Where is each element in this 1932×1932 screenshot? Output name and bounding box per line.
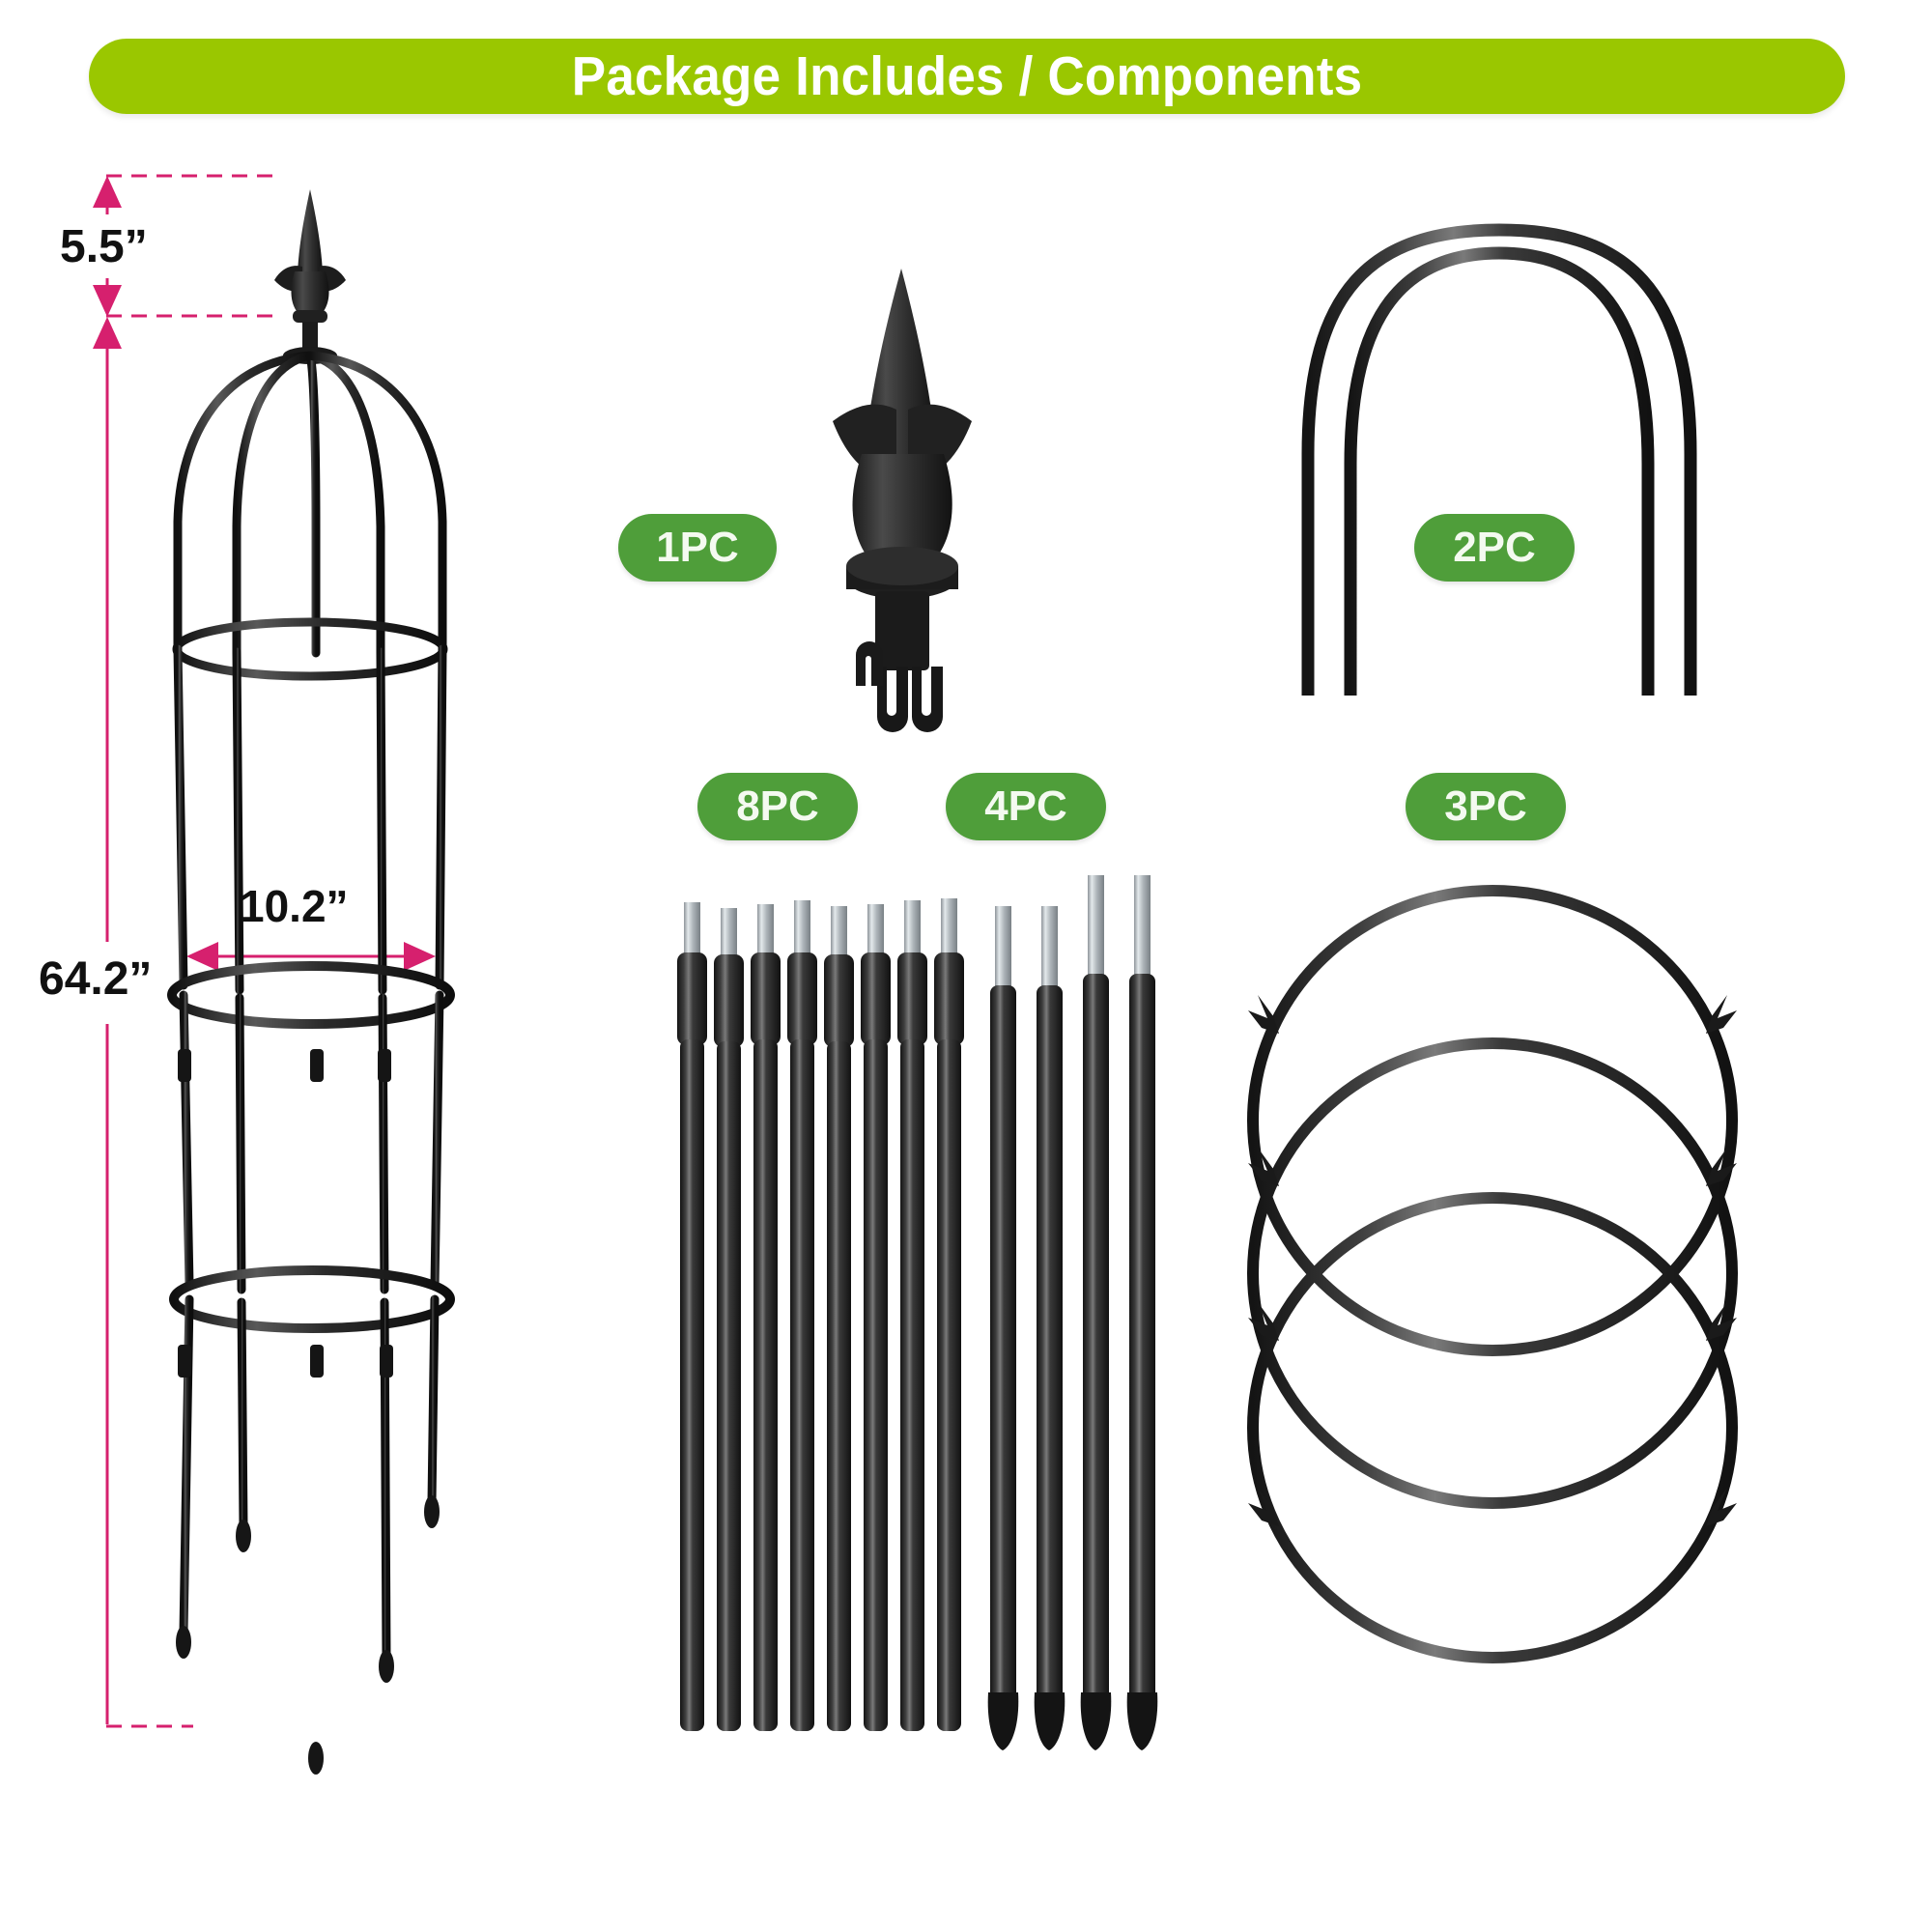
quantity-badge-label: 4PC xyxy=(984,782,1067,830)
quantity-badge-label: 8PC xyxy=(736,782,819,830)
ring-clip-right-lower xyxy=(1706,1488,1737,1526)
dimension-label-total-height: 64.2” xyxy=(39,953,153,1005)
obelisk-legs xyxy=(179,1294,440,1753)
arch-rod-inner xyxy=(1344,246,1655,1098)
quantity-badge-finial: 1PC xyxy=(618,514,777,582)
dimension-lines xyxy=(93,174,436,1728)
stake-rods-art xyxy=(987,875,1158,1750)
quantity-badge-label: 3PC xyxy=(1444,782,1527,830)
obelisk-ring-middle xyxy=(167,961,455,1029)
stake-rod xyxy=(1034,906,1065,1750)
ring-clip-right xyxy=(1706,995,1737,1034)
dimension-label-finial-height: 5.5” xyxy=(60,221,148,272)
finial-component-art xyxy=(833,269,972,732)
dimension-label-diameter: 10.2” xyxy=(240,881,349,931)
quantity-badge-long-rods: 8PC xyxy=(697,773,858,840)
support-rings-art xyxy=(1247,885,1738,1663)
quantity-badge-arch-rods: 2PC xyxy=(1414,514,1575,582)
long-rods-art xyxy=(677,898,964,1731)
header-banner: Package Includes / Components xyxy=(89,39,1845,114)
ring-clip-right xyxy=(1706,1302,1737,1341)
arch-rods-art xyxy=(1301,223,1697,1098)
ring-clip-right xyxy=(1706,1148,1737,1186)
obelisk-dome-hub xyxy=(283,347,337,364)
long-rod xyxy=(787,900,817,1731)
ring-clip-left-lower xyxy=(1248,1488,1279,1526)
long-rod xyxy=(714,908,744,1731)
long-rod xyxy=(677,902,707,1731)
stake-rod xyxy=(987,906,1019,1750)
stake-rod xyxy=(1080,875,1112,1750)
long-rod xyxy=(897,900,927,1731)
obelisk-dome-ribs xyxy=(173,351,447,658)
ring-clip-left xyxy=(1248,1148,1279,1186)
stake-rod xyxy=(1126,875,1158,1750)
ring-clip-left xyxy=(1248,1302,1279,1341)
obelisk-leg-tips xyxy=(176,1495,440,1775)
support-ring xyxy=(1247,885,1738,1356)
quantity-badge-label: 2PC xyxy=(1453,524,1536,571)
long-rod xyxy=(934,898,964,1731)
quantity-badge-stake-rods: 4PC xyxy=(946,773,1106,840)
arch-rods-fade-mask xyxy=(1217,696,1758,1101)
long-rod xyxy=(751,904,781,1731)
obelisk-posts-upper xyxy=(173,644,447,996)
support-ring xyxy=(1247,1037,1738,1509)
obelisk-posts-middle xyxy=(179,990,444,1295)
quantity-badge-label: 1PC xyxy=(656,524,739,571)
obelisk-joint-collars xyxy=(178,1049,393,1378)
assembled-obelisk-art xyxy=(167,189,455,1775)
quantity-badge-support-rings: 3PC xyxy=(1406,773,1566,840)
arch-rod-outer xyxy=(1301,223,1697,1098)
obelisk-ring-top xyxy=(172,617,448,681)
obelisk-ring-bottom xyxy=(169,1265,455,1333)
page-title: Package Includes / Components xyxy=(571,44,1363,107)
support-ring xyxy=(1247,1192,1738,1663)
ring-clip-left xyxy=(1248,995,1279,1034)
long-rod xyxy=(861,904,891,1731)
long-rod xyxy=(824,906,854,1731)
obelisk-finial-icon xyxy=(274,189,346,349)
